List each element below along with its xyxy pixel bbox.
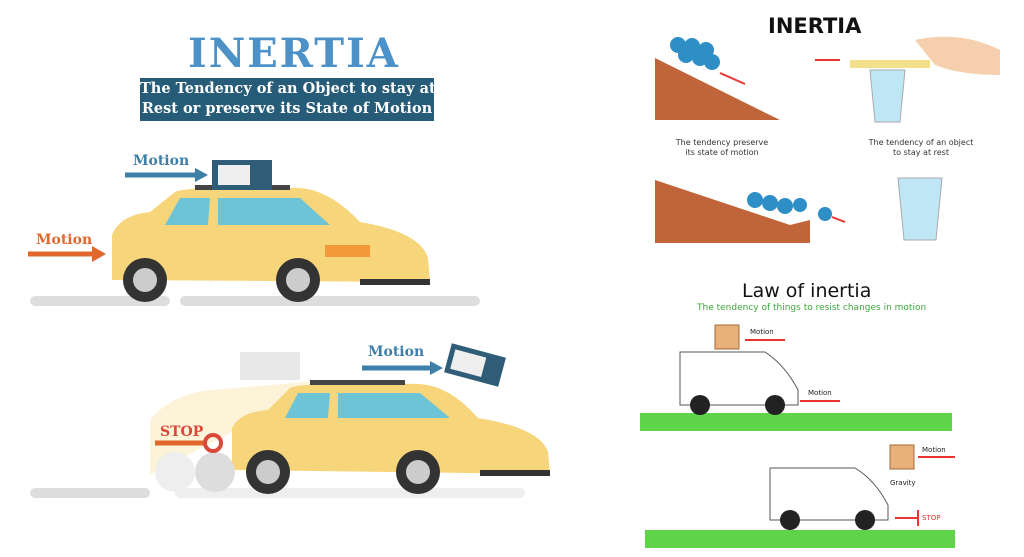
caption-motion-line-1: The tendency preserve <box>675 138 769 147</box>
car2-stop-label: STOP <box>160 424 204 440</box>
van1-box-motion-label: Motion <box>750 328 774 336</box>
law-title: Law of inertia <box>742 280 872 302</box>
van2-box-motion-label: Motion <box>922 446 946 454</box>
van1-motion-label: Motion <box>808 389 832 397</box>
subtitle-line-1: The Tendency of an Object to stay at <box>140 80 436 97</box>
glass-card-demo <box>815 36 1000 241</box>
car-moving <box>28 160 480 306</box>
law-subtitle: The tendency of things to resist changes… <box>697 303 927 313</box>
caption-rest: The tendency of an object to stay at res… <box>866 138 976 158</box>
van2-stop-label: STOP <box>922 514 941 522</box>
subtitle-banner: The Tendency of an Object to stay at Res… <box>140 78 436 121</box>
caption-rest-line-2: to stay at rest <box>893 148 949 157</box>
car-stopping <box>30 343 550 498</box>
subtitle-line-2: Rest or preserve its State of Motion <box>141 100 433 117</box>
car2-motion-label: Motion <box>368 344 425 360</box>
right-title: INERTIA <box>768 14 862 38</box>
caption-motion-line-2: its state of motion <box>685 148 759 157</box>
slope-rolling-balls <box>655 37 846 243</box>
car1-motion-side-label: Motion <box>36 232 93 248</box>
caption-rest-line-1: The tendency of an object <box>868 138 974 147</box>
main-title: INERTIA <box>188 30 400 77</box>
van2-gravity-label: Gravity <box>890 479 916 487</box>
car1-motion-top-label: Motion <box>133 153 190 169</box>
van-stopped <box>645 444 955 548</box>
caption-motion: The tendency preserve its state of motio… <box>672 138 772 158</box>
van-moving <box>640 324 952 431</box>
